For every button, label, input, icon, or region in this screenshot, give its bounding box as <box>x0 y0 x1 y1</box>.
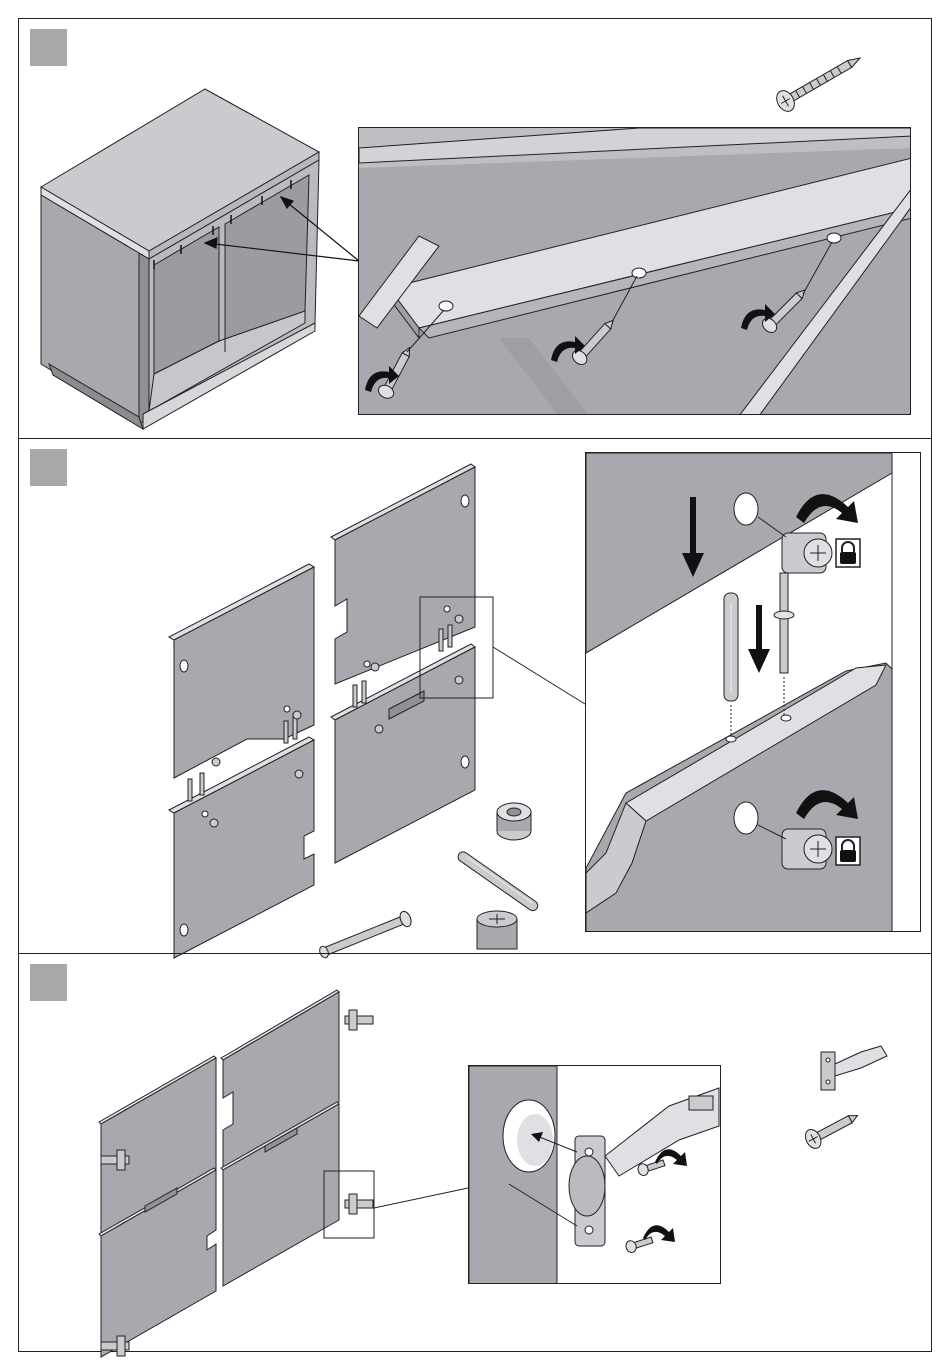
hinge-icon <box>821 1046 887 1090</box>
step-3-zoom-detail <box>468 1065 721 1284</box>
instruction-sheet <box>18 18 932 1352</box>
dowel-icon <box>456 850 540 913</box>
cabinet-drawing <box>41 89 319 429</box>
step-1-zoom-detail <box>358 127 911 415</box>
cam-lock-icon <box>477 911 517 949</box>
step-1-panel <box>19 19 931 438</box>
cam-lock-icon <box>782 829 832 869</box>
panel-assembly <box>169 464 475 958</box>
dowel-icon <box>724 593 738 701</box>
spacer-ring-icon <box>497 803 531 840</box>
screw-icon <box>802 1107 862 1151</box>
screw-icon <box>773 48 865 114</box>
door-panels <box>99 990 339 1357</box>
step-2-zoom-detail <box>585 452 921 932</box>
step-3-panel <box>19 953 931 1353</box>
step-2-panel <box>19 438 931 953</box>
cam-lock-icon <box>782 533 832 573</box>
